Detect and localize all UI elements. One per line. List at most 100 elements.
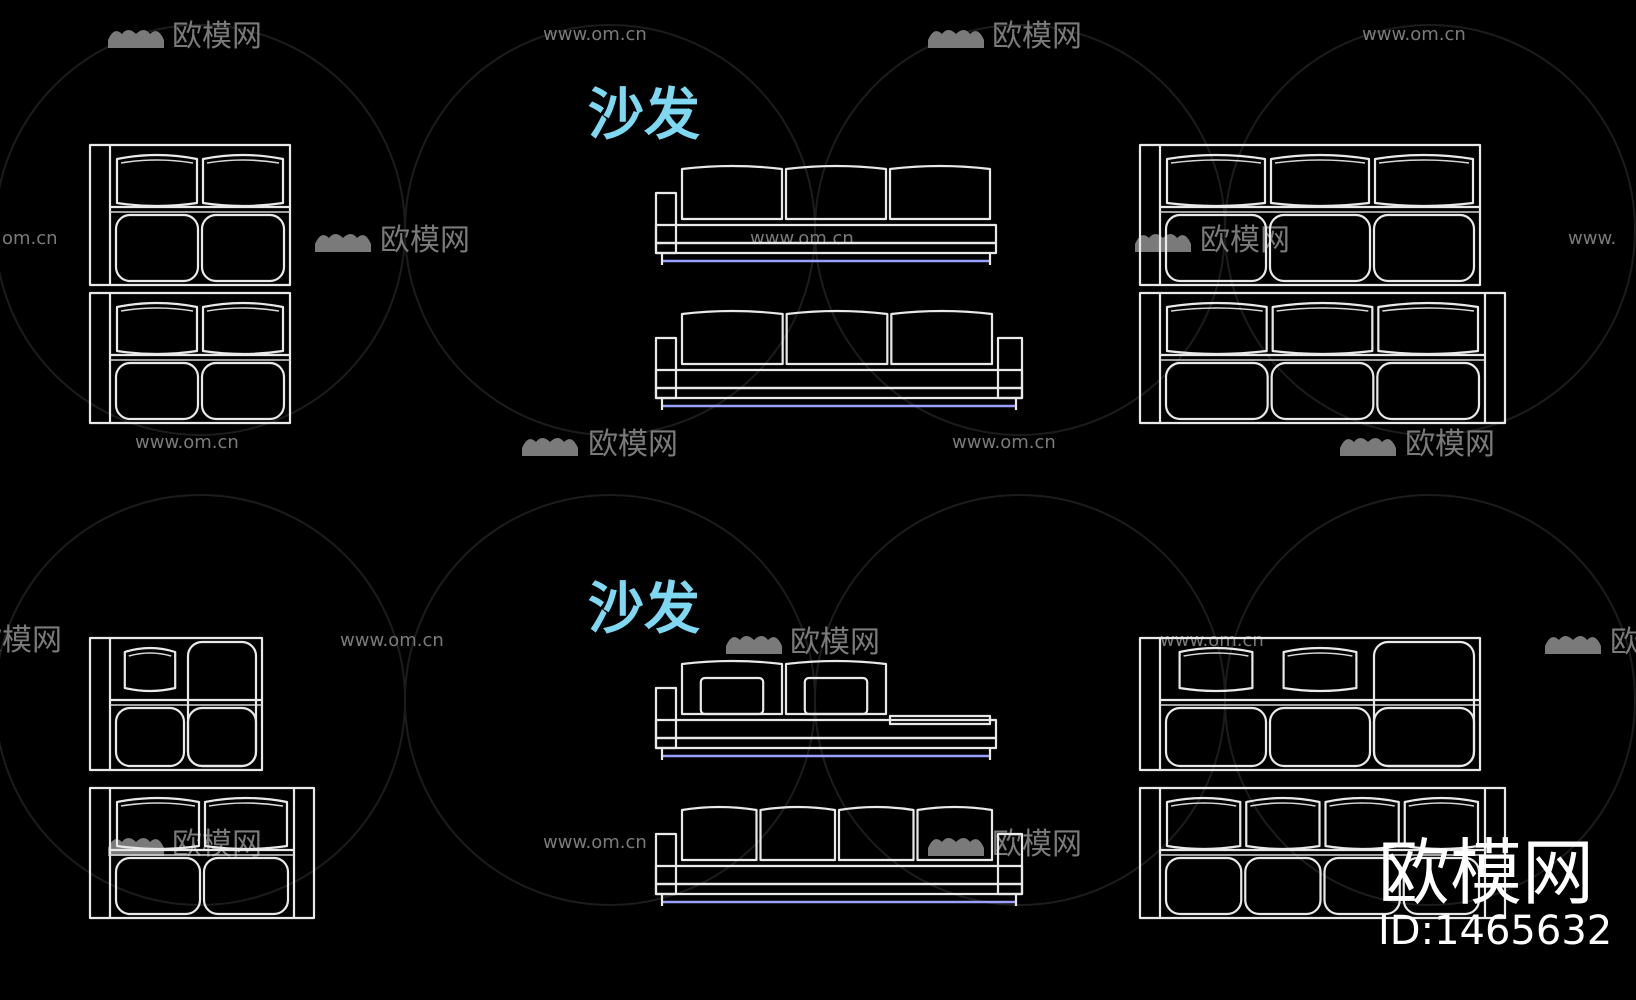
watermark-texts: 欧模网 www.om.cn 欧模网 www.om.cn om.cn 欧模网 ww… [0,19,1636,862]
back-cushion [759,805,837,862]
sofa-plan-view [1138,786,1507,920]
back-pillow [1165,301,1268,356]
watermark-url: www.om.cn [750,228,854,249]
sofa-logo-icon [1135,234,1191,252]
pillow-seam [120,307,194,312]
pillow-seam [1329,802,1395,807]
sofa-elevation-view [654,805,1024,906]
sofa-plan-view [1138,291,1507,425]
sofa-elevation-view [654,309,1024,410]
seat-cushion [114,706,186,768]
sofa-plan-view [88,636,264,772]
stamp-brand: 欧模网 [1378,831,1594,915]
back-pillow [1373,153,1475,208]
back-pillow [115,796,201,851]
watermark-url: www.om.cn [135,432,239,453]
section-title-top: 沙发 [588,83,700,148]
sofa-plan-view [1138,636,1482,772]
back-pillow [1269,153,1371,208]
sofa-logo-icon [108,838,164,856]
pillow-seam [1408,802,1475,807]
watermark-brand: 欧模网 [1405,427,1495,462]
watermark-logo: 欧 [1545,625,1636,660]
ottoman-cushion [1372,640,1476,768]
pillow-seam [1276,307,1369,312]
pillow-seam [1287,652,1353,657]
seat-cushion [1270,361,1375,421]
back-pillow [1165,796,1242,851]
back-pillow [1324,796,1400,851]
seat-cushion [200,213,286,283]
seat-cushion [1372,213,1476,283]
stamp-id: ID:1465632 [1378,908,1612,954]
sofa-plan-view [88,143,292,287]
back-cushion [890,309,994,366]
watermark-brand: 欧模网 [172,827,262,862]
pillow-seam [1274,159,1366,164]
pillow-seam [1382,307,1475,312]
sofa-elevation-view [654,164,998,265]
back-pillow [201,301,285,356]
seat-cushion [1402,856,1481,916]
watermark-brand: 欧模网 [992,827,1082,862]
sofa-logo-icon [726,636,782,654]
sofa-logo-icon [315,234,371,252]
back-pillow [115,301,199,356]
sofa-frame [88,636,264,772]
ottoman-cushion [186,640,258,768]
sofa-plinth [654,882,1024,896]
watermark-brand-fragment: 欧 [1610,625,1636,660]
sofa-logo-icon [928,30,984,48]
sofa-logo-icon [108,30,164,48]
corner-stamp: 欧模网 ID:1465632 [1378,831,1612,954]
watermark-circles [0,24,1636,906]
sofa-frame [1138,291,1507,425]
back-pillow [1245,796,1321,851]
back-pillow [203,796,289,851]
sofa-logo-icon [1545,636,1601,654]
seat-cushion [1376,361,1481,421]
pillow-seam [1250,802,1316,807]
back-pillow [1377,301,1480,356]
back-pillow [1178,646,1254,693]
throw-pillow [803,676,869,716]
sofa-frame [1138,143,1482,287]
seat-cushion [114,361,200,421]
sofa-logo-icon [928,838,984,856]
pillow-seam [206,307,280,312]
seat-cushion [1323,856,1401,916]
watermark-url: www.om.cn [340,630,444,651]
back-pillow [1165,153,1267,208]
pillow-seam [1183,652,1249,657]
back-pillow [1282,646,1358,693]
watermark-url: www.om.cn [543,24,647,45]
watermark-logo: 欧模网 [1135,223,1290,258]
seat-cushion [1164,213,1268,283]
seat-cushion [114,213,200,283]
pillow-seam [120,802,196,807]
sofa-plinth [654,241,998,255]
pillow-seam [1378,159,1470,164]
back-pillow [201,153,285,208]
sofa-frame [88,143,292,287]
sofa-drawings [88,143,1507,920]
pillow-seam [1170,802,1237,807]
seat-cushion [1268,213,1372,283]
throw-pillow [699,676,765,716]
seat-cushion [1268,706,1372,768]
back-pillow [1403,796,1480,851]
watermark-brand: 欧模网 [992,19,1082,54]
seat-cushion [1164,706,1268,768]
sofa-plan-view [88,291,292,425]
seat-cushion [1164,856,1243,916]
sofa-plan-view [1138,143,1482,287]
sofa-elevation-view [654,659,998,760]
pillow-seam [128,652,172,657]
watermark-logo: 欧模网 [108,19,262,54]
sofa-logo-icon [1340,438,1396,456]
sofa-frame [88,786,316,920]
watermark-url: www.om.cn [543,832,647,853]
watermark-url: www.om.cn [952,432,1056,453]
watermark-brand-fragment: 欧模网 [0,623,62,658]
